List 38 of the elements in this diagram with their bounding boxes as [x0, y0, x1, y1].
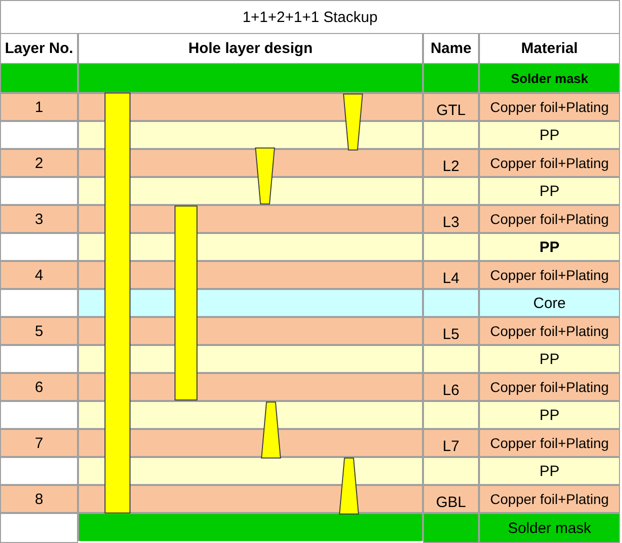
material-label: Core: [479, 289, 620, 317]
material-label: PP: [479, 457, 620, 485]
material-label: Copper foil+Plating: [479, 93, 620, 121]
material-label: Copper foil+Plating: [479, 373, 620, 401]
column-header: Layer No.: [0, 33, 78, 64]
layer-name: L7: [423, 429, 479, 457]
layer-number: 3: [0, 205, 78, 233]
material-label: PP: [479, 401, 620, 429]
layer-number: 5: [0, 317, 78, 345]
material-label: Solder mask: [479, 63, 620, 93]
material-label: PP: [479, 121, 620, 149]
column-header: Hole layer design: [78, 33, 423, 64]
layer-name: L3: [423, 205, 479, 233]
material-label: Copper foil+Plating: [479, 429, 620, 457]
material-label: Copper foil+Plating: [479, 485, 620, 513]
layer-number: 8: [0, 485, 78, 513]
layer-name: L5: [423, 317, 479, 345]
layer-name: L6: [423, 373, 479, 401]
layer-number: 7: [0, 429, 78, 457]
material-label: Copper foil+Plating: [479, 317, 620, 345]
material-label: PP: [479, 345, 620, 373]
material-label: Copper foil+Plating: [479, 261, 620, 289]
material-label: Copper foil+Plating: [479, 205, 620, 233]
table-title: 1+1+2+1+1 Stackup: [0, 0, 620, 34]
column-header: Name: [423, 33, 479, 64]
material-label: PP: [479, 177, 620, 205]
layer-name: GBL: [423, 485, 479, 513]
layer-name: L4: [423, 261, 479, 289]
material-label: PP: [479, 233, 620, 261]
layer-name: L2: [423, 149, 479, 177]
layer-number: 6: [0, 373, 78, 401]
layer-number: 1: [0, 93, 78, 121]
material-label: Copper foil+Plating: [479, 149, 620, 177]
material-label: Solder mask: [479, 513, 620, 543]
layer-number: 2: [0, 149, 78, 177]
layer-name: GTL: [423, 93, 479, 121]
layer-number: 4: [0, 261, 78, 289]
column-header: Material: [479, 33, 620, 64]
